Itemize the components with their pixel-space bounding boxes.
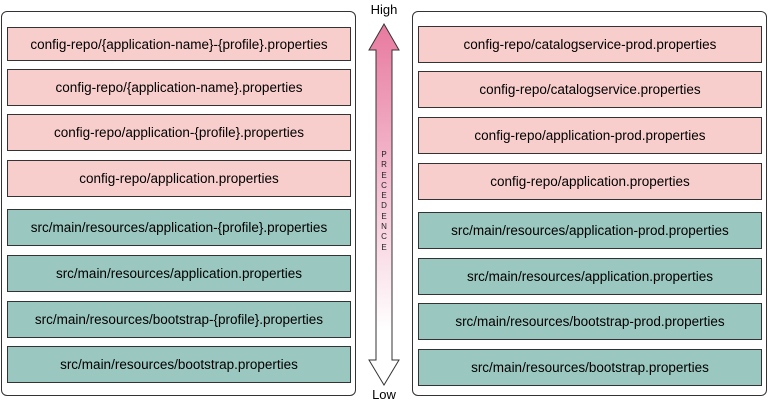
right-panel: config-repo/catalogservice-prod.properti… <box>412 11 767 396</box>
right-local-item-2: src/main/resources/application.propertie… <box>418 258 762 295</box>
high-label: High <box>370 2 398 17</box>
precedence-letter: E <box>381 242 387 252</box>
left-config-item-1: config-repo/{application-name}-{profile}… <box>7 27 351 61</box>
low-label: Low <box>372 387 396 402</box>
precedence-letter: N <box>381 222 387 232</box>
left-local-item-2: src/main/resources/application.propertie… <box>7 255 351 292</box>
precedence-letter: C <box>381 180 387 190</box>
left-panel: config-repo/{application-name}-{profile}… <box>1 11 356 396</box>
double-arrow-icon <box>368 22 400 386</box>
left-config-item-3: config-repo/application-{profile}.proper… <box>7 114 351 151</box>
precedence-letter: C <box>381 232 387 242</box>
left-config-item-2: config-repo/{application-name}.propertie… <box>7 69 351 106</box>
precedence-letter: E <box>381 211 387 221</box>
left-local-item-3: src/main/resources/bootstrap-{profile}.p… <box>7 301 351 338</box>
precedence-letter: E <box>381 170 387 180</box>
right-config-item-2: config-repo/catalogservice.properties <box>418 71 762 108</box>
right-config-item-1: config-repo/catalogservice-prod.properti… <box>418 26 762 63</box>
precedence-letter: R <box>381 160 387 170</box>
precedence-letter: E <box>381 191 387 201</box>
precedence-letter: P <box>381 150 387 159</box>
right-local-item-1: src/main/resources/application-prod.prop… <box>418 212 762 249</box>
left-local-item-4: src/main/resources/bootstrap.properties <box>7 346 351 383</box>
right-local-item-3: src/main/resources/bootstrap-prod.proper… <box>418 303 762 340</box>
left-local-item-1: src/main/resources/application-{profile}… <box>7 209 351 246</box>
right-config-item-4: config-repo/application.properties <box>418 163 762 200</box>
right-local-item-4: src/main/resources/bootstrap.properties <box>418 349 762 386</box>
precedence-letter: D <box>381 201 387 211</box>
left-config-item-4: config-repo/application.properties <box>7 160 351 197</box>
right-config-item-3: config-repo/application-prod.properties <box>418 117 762 154</box>
